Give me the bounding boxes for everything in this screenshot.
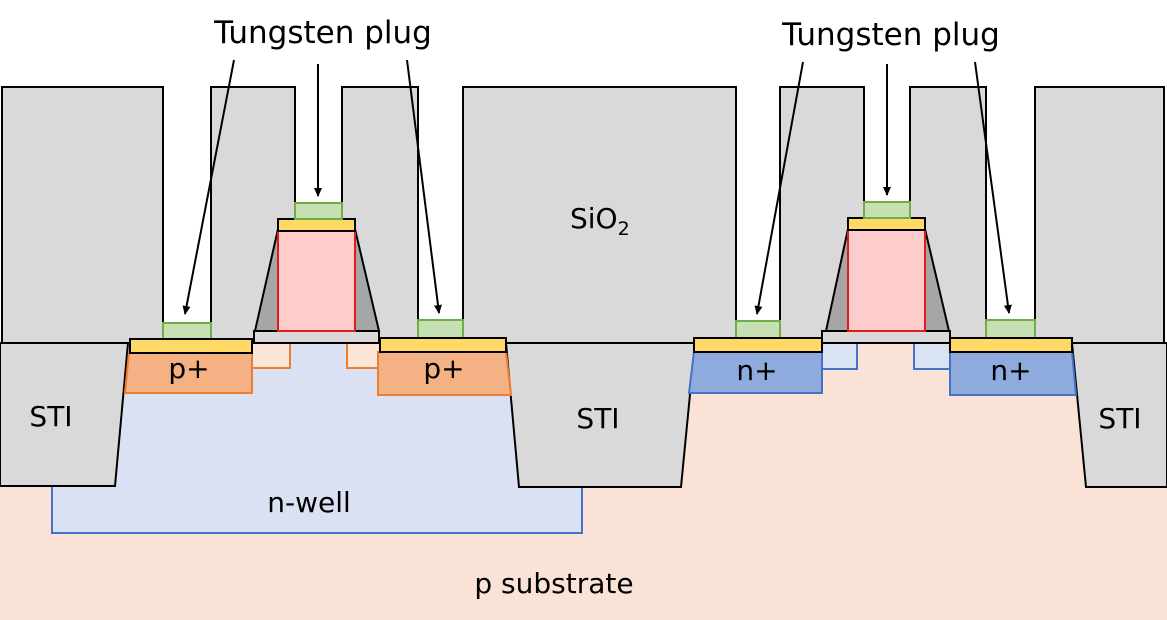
sti-label-right: STI [1098, 402, 1141, 435]
tungsten-plug-3 [417, 319, 464, 340]
tungsten-plug-label-right: Tungsten plug [781, 17, 1000, 53]
p-plus-label-left: p+ [168, 352, 209, 385]
poly-gate-pmos [277, 228, 356, 332]
sd-silicide-2 [379, 337, 507, 353]
tungsten-plug-4 [735, 320, 781, 340]
tungsten-plug-label-left: Tungsten plug [213, 15, 432, 51]
sio2-block-4 [462, 86, 737, 344]
p-substrate-label: p substrate [474, 567, 633, 600]
arrow-plug-1 [182, 59, 235, 315]
sio2-label: SiO2 [570, 202, 630, 240]
n-well-label: n-well [267, 486, 351, 519]
poly-gate-nmos [847, 228, 926, 332]
n-plus-label-left: n+ [736, 354, 777, 387]
sd-silicide-1 [129, 338, 253, 354]
arrow-plug-3 [406, 59, 442, 314]
sio2-label-main: SiO [570, 202, 618, 235]
tungsten-plug-2 [294, 202, 343, 220]
n-plus-label-right: n+ [990, 354, 1031, 387]
p-ldd-right [346, 342, 381, 369]
n-ldd-right [913, 342, 952, 370]
sio2-label-subscript: 2 [618, 218, 630, 240]
sti-label-left: STI [29, 400, 72, 433]
p-plus-label-right: p+ [423, 352, 464, 385]
gate-silicide-pmos [277, 218, 356, 232]
arrow-plug-4 [754, 61, 804, 315]
sio2-block-7 [1034, 86, 1165, 344]
tungsten-plug-5 [863, 201, 911, 219]
sd-silicide-4 [949, 337, 1073, 353]
gate-oxide-pmos [253, 330, 380, 344]
gate-silicide-nmos [847, 217, 926, 231]
arrow-plug-6 [974, 61, 1012, 314]
tungsten-plug-6 [985, 319, 1036, 340]
sti-label-middle: STI [576, 402, 619, 435]
gate-oxide-nmos [821, 330, 951, 344]
sd-silicide-3 [693, 337, 823, 353]
p-ldd-left [251, 342, 291, 369]
n-ldd-left [821, 342, 858, 370]
sio2-block-1 [1, 86, 164, 344]
tungsten-plug-1 [162, 322, 212, 340]
